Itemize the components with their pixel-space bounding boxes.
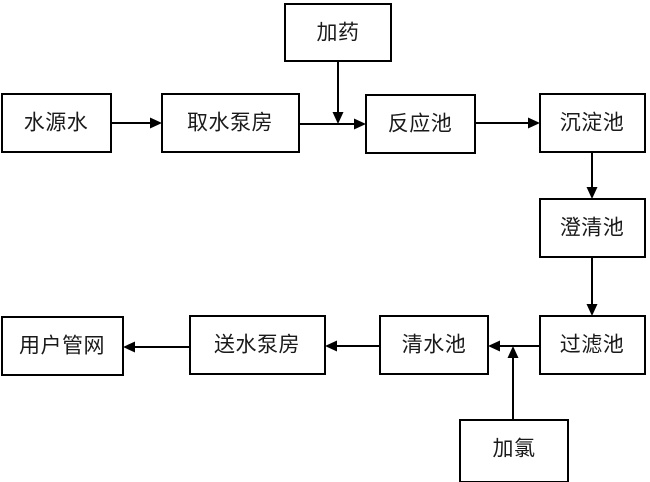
node-chengqingchi-label: 澄清池 [560,217,625,240]
node-jiayao-label: 加药 [317,22,360,45]
node-qushuibengfang[interactable]: 取水泵房 [162,94,299,152]
node-qingshuichi-label: 清水池 [402,334,467,357]
node-guoluchi-label: 过滤池 [560,334,625,357]
node-guoluchi[interactable]: 过滤池 [540,316,645,374]
edge-chendianchi-to-chengqingchi [586,152,598,199]
node-layer: 加药 水源水 取水泵房 反应池 沉淀池 澄清池 [2,4,645,482]
node-chendianchi[interactable]: 沉淀池 [540,94,645,152]
node-chengqingchi[interactable]: 澄清池 [540,199,645,257]
node-songshuibengfang[interactable]: 送水泵房 [190,316,325,374]
node-jialv[interactable]: 加氯 [460,420,568,482]
node-jialv-label: 加氯 [493,438,536,461]
edge-songshuibengfang-to-yonghuguanwang [123,341,190,353]
node-fanyingchi-label: 反应池 [388,113,453,136]
edge-layer [111,61,598,420]
node-yonghuguanwang-label: 用户管网 [19,335,105,358]
node-qingshuichi[interactable]: 清水池 [380,316,488,374]
edge-fanyingchi-to-chendianchi [475,117,540,129]
edge-qingshuichi-to-songshuibengfang [325,340,380,352]
node-qushuibengfang-label: 取水泵房 [187,112,273,135]
edge-shuiyuanshui-to-qushuibengfang [111,117,162,129]
edge-jialv-to-qingshuichi [507,346,519,420]
node-yonghuguanwang[interactable]: 用户管网 [2,317,123,375]
node-shuiyuanshui-label: 水源水 [24,112,89,135]
edge-jiayao-to-fanyingchi [332,61,344,124]
node-chendianchi-label: 沉淀池 [560,112,625,135]
node-songshuibengfang-label: 送水泵房 [214,334,300,357]
edge-qushuibengfang-to-fanyingchi [299,118,366,130]
node-jiayao[interactable]: 加药 [285,4,391,61]
node-fanyingchi[interactable]: 反应池 [366,95,475,153]
edge-chengqingchi-to-guoluchi [586,257,598,316]
edge-guoluchi-to-qingshuichi [488,340,540,352]
node-shuiyuanshui[interactable]: 水源水 [2,94,111,152]
